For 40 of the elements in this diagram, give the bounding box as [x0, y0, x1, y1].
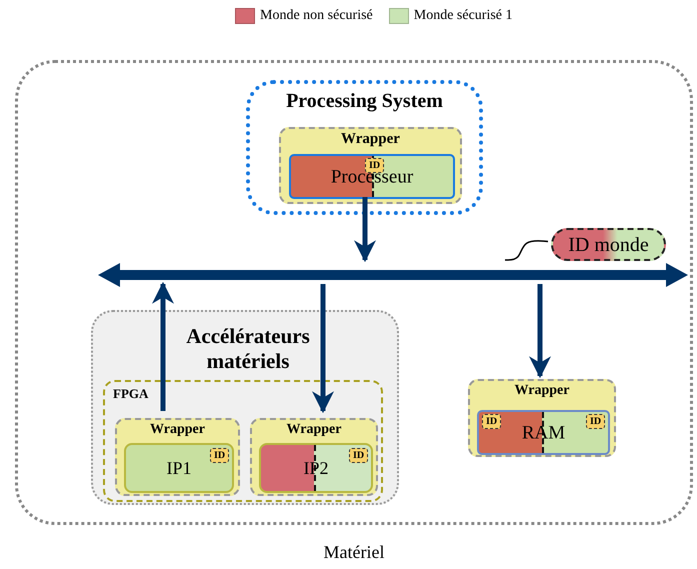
title-label: RAM — [522, 423, 566, 442]
id-label: ID — [486, 416, 498, 426]
id-tag — [586, 414, 605, 429]
id-tag — [349, 448, 368, 463]
title-label: Processing System — [286, 90, 443, 112]
processing-system-group — [246, 80, 483, 215]
id-label: ID — [352, 450, 364, 460]
arrow — [354, 197, 376, 262]
accelerator-group — [91, 310, 399, 505]
title-label: IP1 — [166, 459, 192, 477]
world-id-tag — [551, 228, 666, 261]
leader-line — [505, 240, 548, 261]
id-label: ID — [590, 416, 602, 426]
processor-block — [289, 154, 455, 199]
fpga-region — [103, 380, 383, 502]
legend-label: Monde sécurisé 1 — [414, 8, 513, 24]
arrow — [312, 284, 334, 414]
title-label: Wrapper — [341, 131, 400, 148]
wrapper-box — [250, 418, 378, 496]
title-label: ID monde — [568, 234, 649, 254]
title-label: IP2 — [303, 459, 328, 477]
id-tag — [210, 448, 229, 463]
title-label: Accélérateurs matériels — [185, 324, 311, 374]
arrow — [152, 282, 174, 411]
wrapper-box — [468, 379, 616, 457]
wrapper-box — [279, 127, 462, 204]
id-label: ID — [214, 450, 226, 460]
ram-block — [477, 410, 610, 455]
ip-block — [124, 443, 234, 493]
wrapper-box — [115, 418, 240, 496]
legend-label: Monde non sécurisé — [260, 8, 373, 24]
title-label: Wrapper — [514, 383, 570, 398]
ip-block — [259, 443, 373, 493]
bus-arrow — [98, 263, 688, 287]
title-label: Matériel — [324, 542, 384, 563]
title-label: Wrapper — [150, 422, 205, 438]
arrow — [529, 284, 551, 378]
id-tag — [482, 414, 501, 429]
title-label: FPGA — [113, 386, 148, 402]
title-label: Wrapper — [286, 422, 342, 438]
